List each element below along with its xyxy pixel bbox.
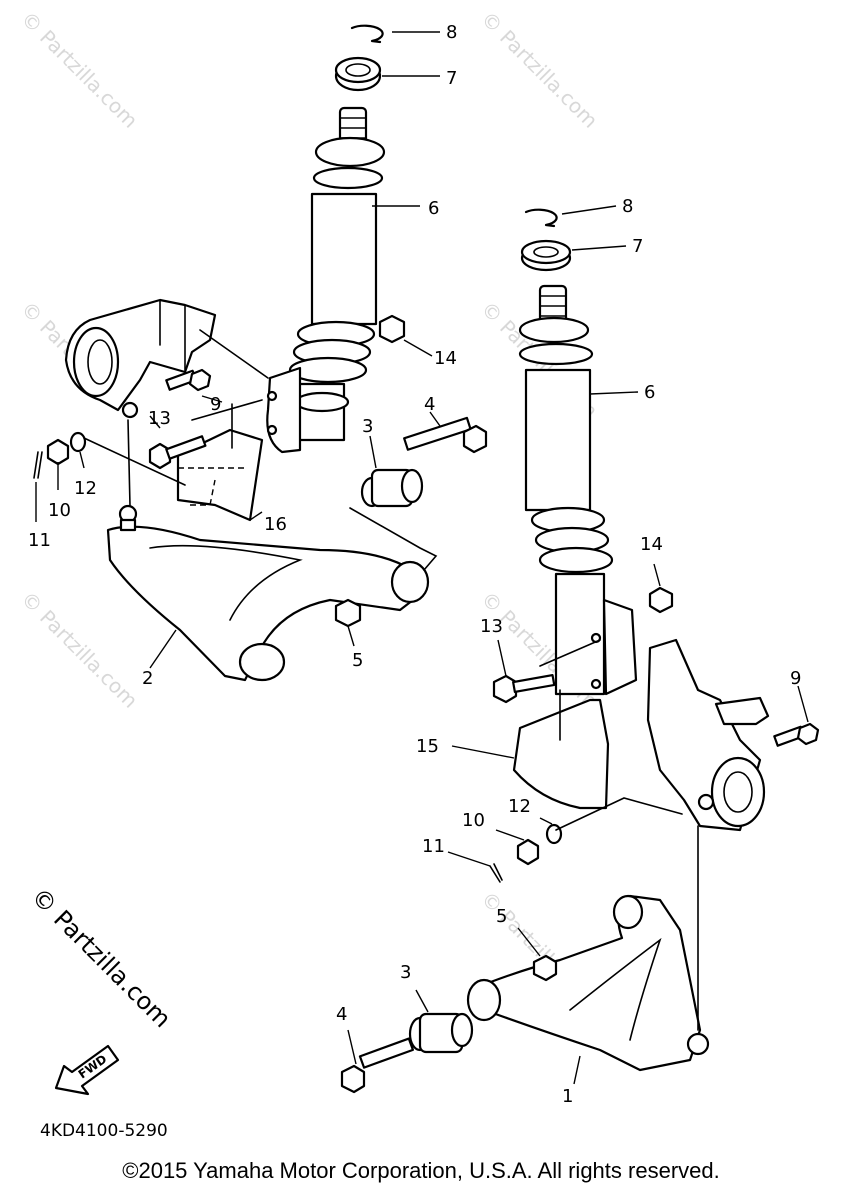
diagram-code: 4KD4100-5290 bbox=[40, 1121, 168, 1141]
watermark-text: © Partzilla.com bbox=[16, 7, 142, 133]
callout-9: 9 bbox=[790, 668, 801, 689]
part-15-shield-right[interactable] bbox=[512, 698, 610, 810]
callout-13: 13 bbox=[480, 616, 503, 637]
part-6-shock-absorber-left[interactable] bbox=[266, 106, 386, 454]
callout-6: 6 bbox=[428, 198, 439, 219]
part-7-spring-seat-right[interactable] bbox=[520, 239, 572, 272]
callout-5: 5 bbox=[496, 906, 507, 927]
part-10-nut-right[interactable] bbox=[516, 838, 540, 866]
callout-8: 8 bbox=[446, 22, 457, 43]
part-11-cotter-pin-right[interactable] bbox=[489, 863, 503, 883]
part-14-nut-right[interactable] bbox=[648, 586, 674, 614]
callout-11: 11 bbox=[28, 530, 51, 551]
part-11-cotter-pin-left[interactable] bbox=[33, 451, 43, 479]
part-4-bolt-left[interactable] bbox=[403, 416, 488, 454]
callout-10: 10 bbox=[48, 500, 71, 521]
part-8-circlip-right[interactable] bbox=[524, 208, 558, 228]
callout-14: 14 bbox=[434, 348, 457, 369]
callout-4: 4 bbox=[424, 394, 435, 415]
callout-15: 15 bbox=[416, 736, 439, 757]
part-knuckle-right[interactable] bbox=[646, 638, 770, 832]
callout-11: 11 bbox=[422, 836, 445, 857]
copyright-notice: ©2015 Yamaha Motor Corporation, U.S.A. A… bbox=[122, 1158, 720, 1183]
part-5-nut-left[interactable] bbox=[334, 598, 362, 628]
callout-2: 2 bbox=[142, 668, 153, 689]
part-3-bushing-right[interactable] bbox=[408, 1012, 474, 1054]
part-12-washer-right[interactable] bbox=[545, 823, 563, 845]
callout-14: 14 bbox=[640, 534, 663, 555]
watermark-text: © Partzilla.com bbox=[16, 587, 142, 713]
callout-16: 16 bbox=[264, 514, 287, 535]
part-3-bushing-left[interactable] bbox=[360, 468, 424, 508]
callout-3: 3 bbox=[362, 416, 373, 437]
part-13-bolt-right[interactable] bbox=[492, 674, 556, 704]
watermark-layer: © Partzilla.com © Partzilla.com © Partzi… bbox=[16, 7, 602, 1013]
callout-5: 5 bbox=[352, 650, 363, 671]
callout-12: 12 bbox=[74, 478, 97, 499]
callout-1: 1 bbox=[562, 1086, 573, 1107]
part-12-washer-left[interactable] bbox=[69, 431, 87, 453]
right-assembly-lines bbox=[347, 205, 809, 1085]
part-9-bolt-left[interactable] bbox=[165, 368, 212, 392]
part-5-nut-right[interactable] bbox=[532, 954, 558, 982]
part-7-spring-seat-left[interactable] bbox=[334, 56, 382, 92]
callout-9: 9 bbox=[210, 394, 221, 415]
callout-6: 6 bbox=[644, 382, 655, 403]
callout-4: 4 bbox=[336, 1004, 347, 1025]
part-9-bolt-right[interactable] bbox=[773, 722, 820, 747]
partzilla-watermark: © Partzilla.com bbox=[26, 882, 177, 1033]
fwd-arrow-icon: FWD bbox=[54, 1044, 120, 1096]
part-10-nut-left[interactable] bbox=[46, 438, 70, 466]
part-8-circlip-left[interactable] bbox=[350, 24, 384, 44]
callout-7: 7 bbox=[446, 68, 457, 89]
part-knuckle-left[interactable] bbox=[64, 298, 217, 419]
callout-13: 13 bbox=[148, 408, 171, 429]
callout-12: 12 bbox=[508, 796, 531, 817]
callout-7: 7 bbox=[632, 236, 643, 257]
part-13-bolt-left[interactable] bbox=[148, 435, 207, 470]
callout-labels: 8 7 6 14 4 3 9 13 12 10 11 16 5 2 8 7 6 … bbox=[28, 22, 801, 1107]
part-2-lower-arm-left[interactable] bbox=[106, 504, 430, 682]
watermark-text: © Partzilla.com bbox=[476, 7, 602, 133]
left-assembly-lines bbox=[35, 31, 441, 669]
callout-3: 3 bbox=[400, 962, 411, 983]
callout-10: 10 bbox=[462, 810, 485, 831]
part-14-nut-left[interactable] bbox=[378, 314, 406, 344]
callout-8: 8 bbox=[622, 196, 633, 217]
part-4-bolt-right[interactable] bbox=[340, 1037, 415, 1094]
part-1-lower-arm-right[interactable] bbox=[466, 894, 710, 1072]
